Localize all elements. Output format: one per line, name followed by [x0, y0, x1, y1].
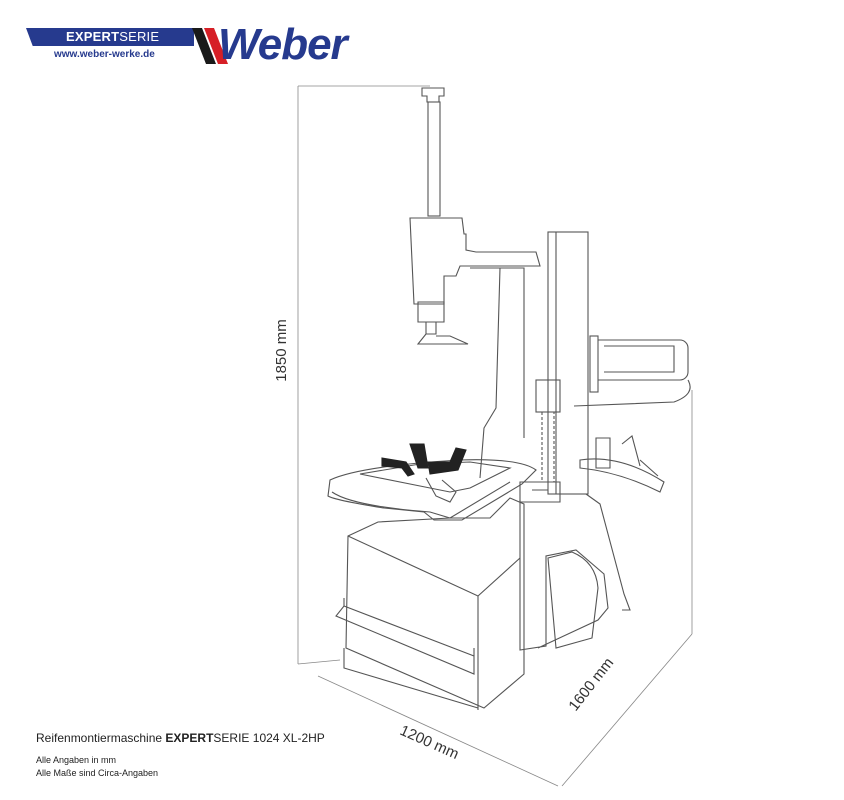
logo-brand: Weber — [218, 20, 348, 69]
units-note: Alle Angaben in mm — [36, 755, 117, 765]
logo-series: EXPERTSERIE — [66, 29, 159, 44]
series-bold: EXPERT — [66, 29, 120, 44]
series-light: SERIE — [119, 29, 160, 44]
base-cabinet — [335, 497, 525, 710]
logo-url: www.weber-werke.de — [54, 49, 155, 60]
caption-series-rest: SERIE 1024 XL-2HP — [213, 731, 325, 745]
approx-note: Alle Maße sind Circa-Angaben — [36, 768, 159, 778]
dimension-lines — [297, 85, 693, 787]
rear-column — [519, 231, 691, 503]
side-housing — [519, 493, 631, 651]
logo-stripes — [192, 28, 228, 64]
logo-banner — [26, 28, 194, 46]
assist-arm — [579, 435, 665, 493]
mounting-column — [409, 87, 541, 479]
height-dimension-label: 1850 mm — [272, 319, 290, 382]
clamp-jaws — [381, 443, 467, 477]
caption-series-bold: EXPERT — [165, 731, 214, 745]
caption-prefix: Reifenmontiermaschine — [36, 731, 166, 745]
weber-logo: EXPERTSERIE www.weber-werke.de Weber — [26, 20, 376, 69]
product-caption: Reifenmontiermaschine EXPERTSERIE 1024 X… — [36, 731, 325, 745]
